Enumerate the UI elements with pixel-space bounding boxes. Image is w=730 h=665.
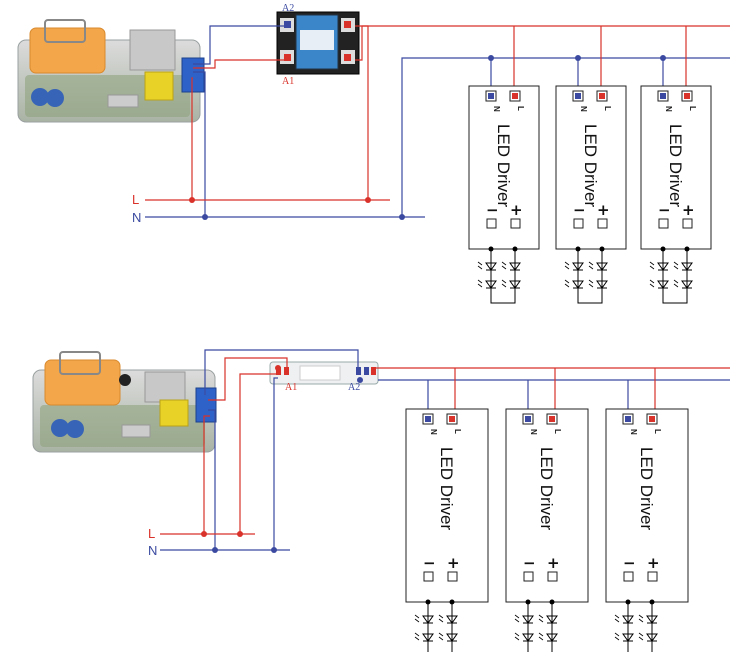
driver-title: LED Driver [537,447,556,530]
bottom-line-label: L [148,526,155,541]
bottom-relay-a2-label: A2 [348,382,360,393]
top-relay-a2-label: A2 [282,3,294,14]
led-symbol [614,632,634,644]
led-symbol [501,261,521,273]
led-symbol [414,632,434,644]
led-driver: N L LED Driver−+ [468,85,540,304]
led-symbol [501,279,521,291]
driver-l-label: L [603,106,612,111]
driver-n-label: N [492,106,501,112]
top-line-label: L [132,192,139,207]
led-symbol [538,614,558,626]
led-symbol [588,261,608,273]
bottom-diagram: A1 A2 [32,349,730,652]
driver-title: LED Driver [494,124,513,207]
driver-positive-label: + [682,201,695,219]
led-symbol [649,279,669,291]
top-controller-module [17,19,205,123]
led-symbol [538,632,558,644]
led-symbol [514,632,534,644]
driver-positive-label: + [447,554,460,572]
top-solid-state-relay: A2 A1 [276,3,360,87]
led-symbol [614,614,634,626]
driver-negative-label: − [523,554,536,572]
led-symbol [564,279,584,291]
driver-n-label: N [429,429,438,435]
led-driver: N L LED Driver−+ [555,85,627,304]
bottom-din-relay: A1 A2 [269,361,379,393]
led-symbol [477,279,497,291]
driver-l-label: L [688,106,697,111]
driver-negative-label: − [573,201,586,219]
led-driver: N L LED Driver −+ [605,408,689,652]
led-symbol [673,261,693,273]
driver-positive-label: + [647,554,660,572]
led-symbol [588,279,608,291]
led-symbol [673,279,693,291]
driver-n-label: N [529,429,538,435]
led-driver: N L LED Driver−+ [640,85,712,304]
driver-n-label: N [579,106,588,112]
led-symbol [649,261,669,273]
driver-title: LED Driver [581,124,600,207]
bottom-neutral-label: N [148,543,157,558]
led-driver: N L LED Driver −+ [505,408,589,652]
driver-negative-label: − [486,201,499,219]
top-neutral-label: N [132,210,141,225]
bottom-controller-module [32,351,217,453]
driver-l-label: L [553,429,562,434]
led-symbol [438,632,458,644]
top-wiring [145,25,730,218]
led-symbol [477,261,497,273]
top-diagram: A2 A1 [17,3,730,304]
driver-title: LED Driver [637,447,656,530]
bottom-relay-a1-label: A1 [285,382,297,393]
driver-negative-label: − [658,201,671,219]
driver-negative-label: − [423,554,436,572]
led-symbol [438,614,458,626]
top-junction-dots [189,55,666,220]
driver-l-label: L [653,429,662,434]
led-symbol [638,632,658,644]
driver-negative-label: − [623,554,636,572]
led-symbol [514,614,534,626]
driver-positive-label: + [597,201,610,219]
led-driver: N L LED Driver −+ [405,408,489,652]
driver-title: LED Driver [437,447,456,530]
led-symbol [564,261,584,273]
driver-l-label: L [453,429,462,434]
driver-title: LED Driver [666,124,685,207]
driver-l-label: L [516,106,525,111]
driver-n-label: N [629,429,638,435]
top-relay-a1-label: A1 [282,76,294,87]
bottom-junction-dots [201,365,363,553]
driver-positive-label: + [547,554,560,572]
led-symbol [414,614,434,626]
driver-positive-label: + [510,201,523,219]
driver-n-label: N [664,106,673,112]
led-symbol [638,614,658,626]
